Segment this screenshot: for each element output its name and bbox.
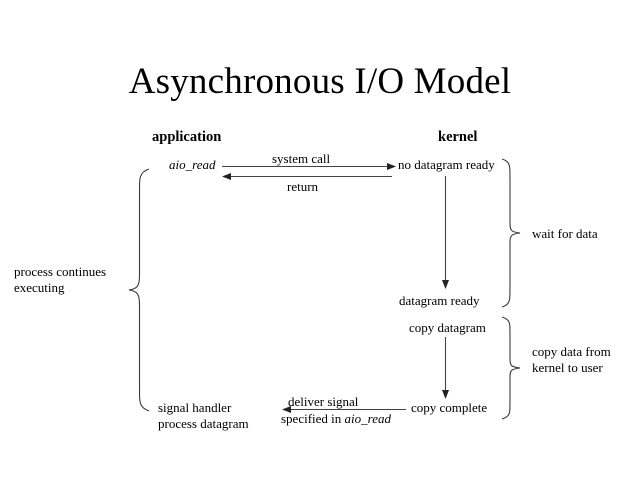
annotation-copy-data-line1: copy data from xyxy=(532,344,611,359)
annotation-wait-for-data: wait for data xyxy=(532,226,598,241)
copy-data-brace-icon xyxy=(500,316,522,420)
annotation-signal-handler-line1: signal handler xyxy=(158,400,232,415)
annotation-signal-handler: signal handler process datagram xyxy=(158,400,288,432)
specified-in-text: specified in xyxy=(281,411,345,426)
annotation-process-continues-line1: process continues xyxy=(14,264,107,279)
node-label-copy-complete: copy complete xyxy=(411,400,488,415)
process-continues-brace-icon xyxy=(127,168,153,412)
annotation-copy-data-from-kernel: copy data from kernel to user xyxy=(532,344,640,376)
column-heading-kernel: kernel xyxy=(438,129,478,145)
node-label-datagram-ready: datagram ready xyxy=(399,293,480,308)
annotation-signal-handler-line2: process datagram xyxy=(158,416,249,431)
node-label-aio-read: aio_read xyxy=(169,157,216,172)
arrow-label-system-call: system call xyxy=(272,151,331,166)
wait-down-arrow-icon xyxy=(442,176,449,289)
column-heading-application: application xyxy=(152,129,222,145)
node-label-copy-datagram: copy datagram xyxy=(409,320,486,335)
annotation-copy-data-line2: kernel to user xyxy=(532,360,603,375)
annotation-process-continues: process continues executing xyxy=(14,264,144,296)
arrow-label-specified-in-aio-read: specified in aio_read xyxy=(281,411,391,426)
arrow-label-deliver-signal: deliver signal xyxy=(288,394,359,409)
arrow-label-return: return xyxy=(287,179,319,194)
annotation-process-continues-line2: executing xyxy=(14,280,65,295)
specified-in-aio-read-italic: aio_read xyxy=(344,411,392,426)
wait-for-data-brace-icon xyxy=(500,158,522,308)
node-label-no-datagram-ready: no datagram ready xyxy=(398,157,495,172)
copy-down-arrow-icon xyxy=(442,337,449,399)
page-title: Asynchronous I/O Model xyxy=(128,61,512,102)
